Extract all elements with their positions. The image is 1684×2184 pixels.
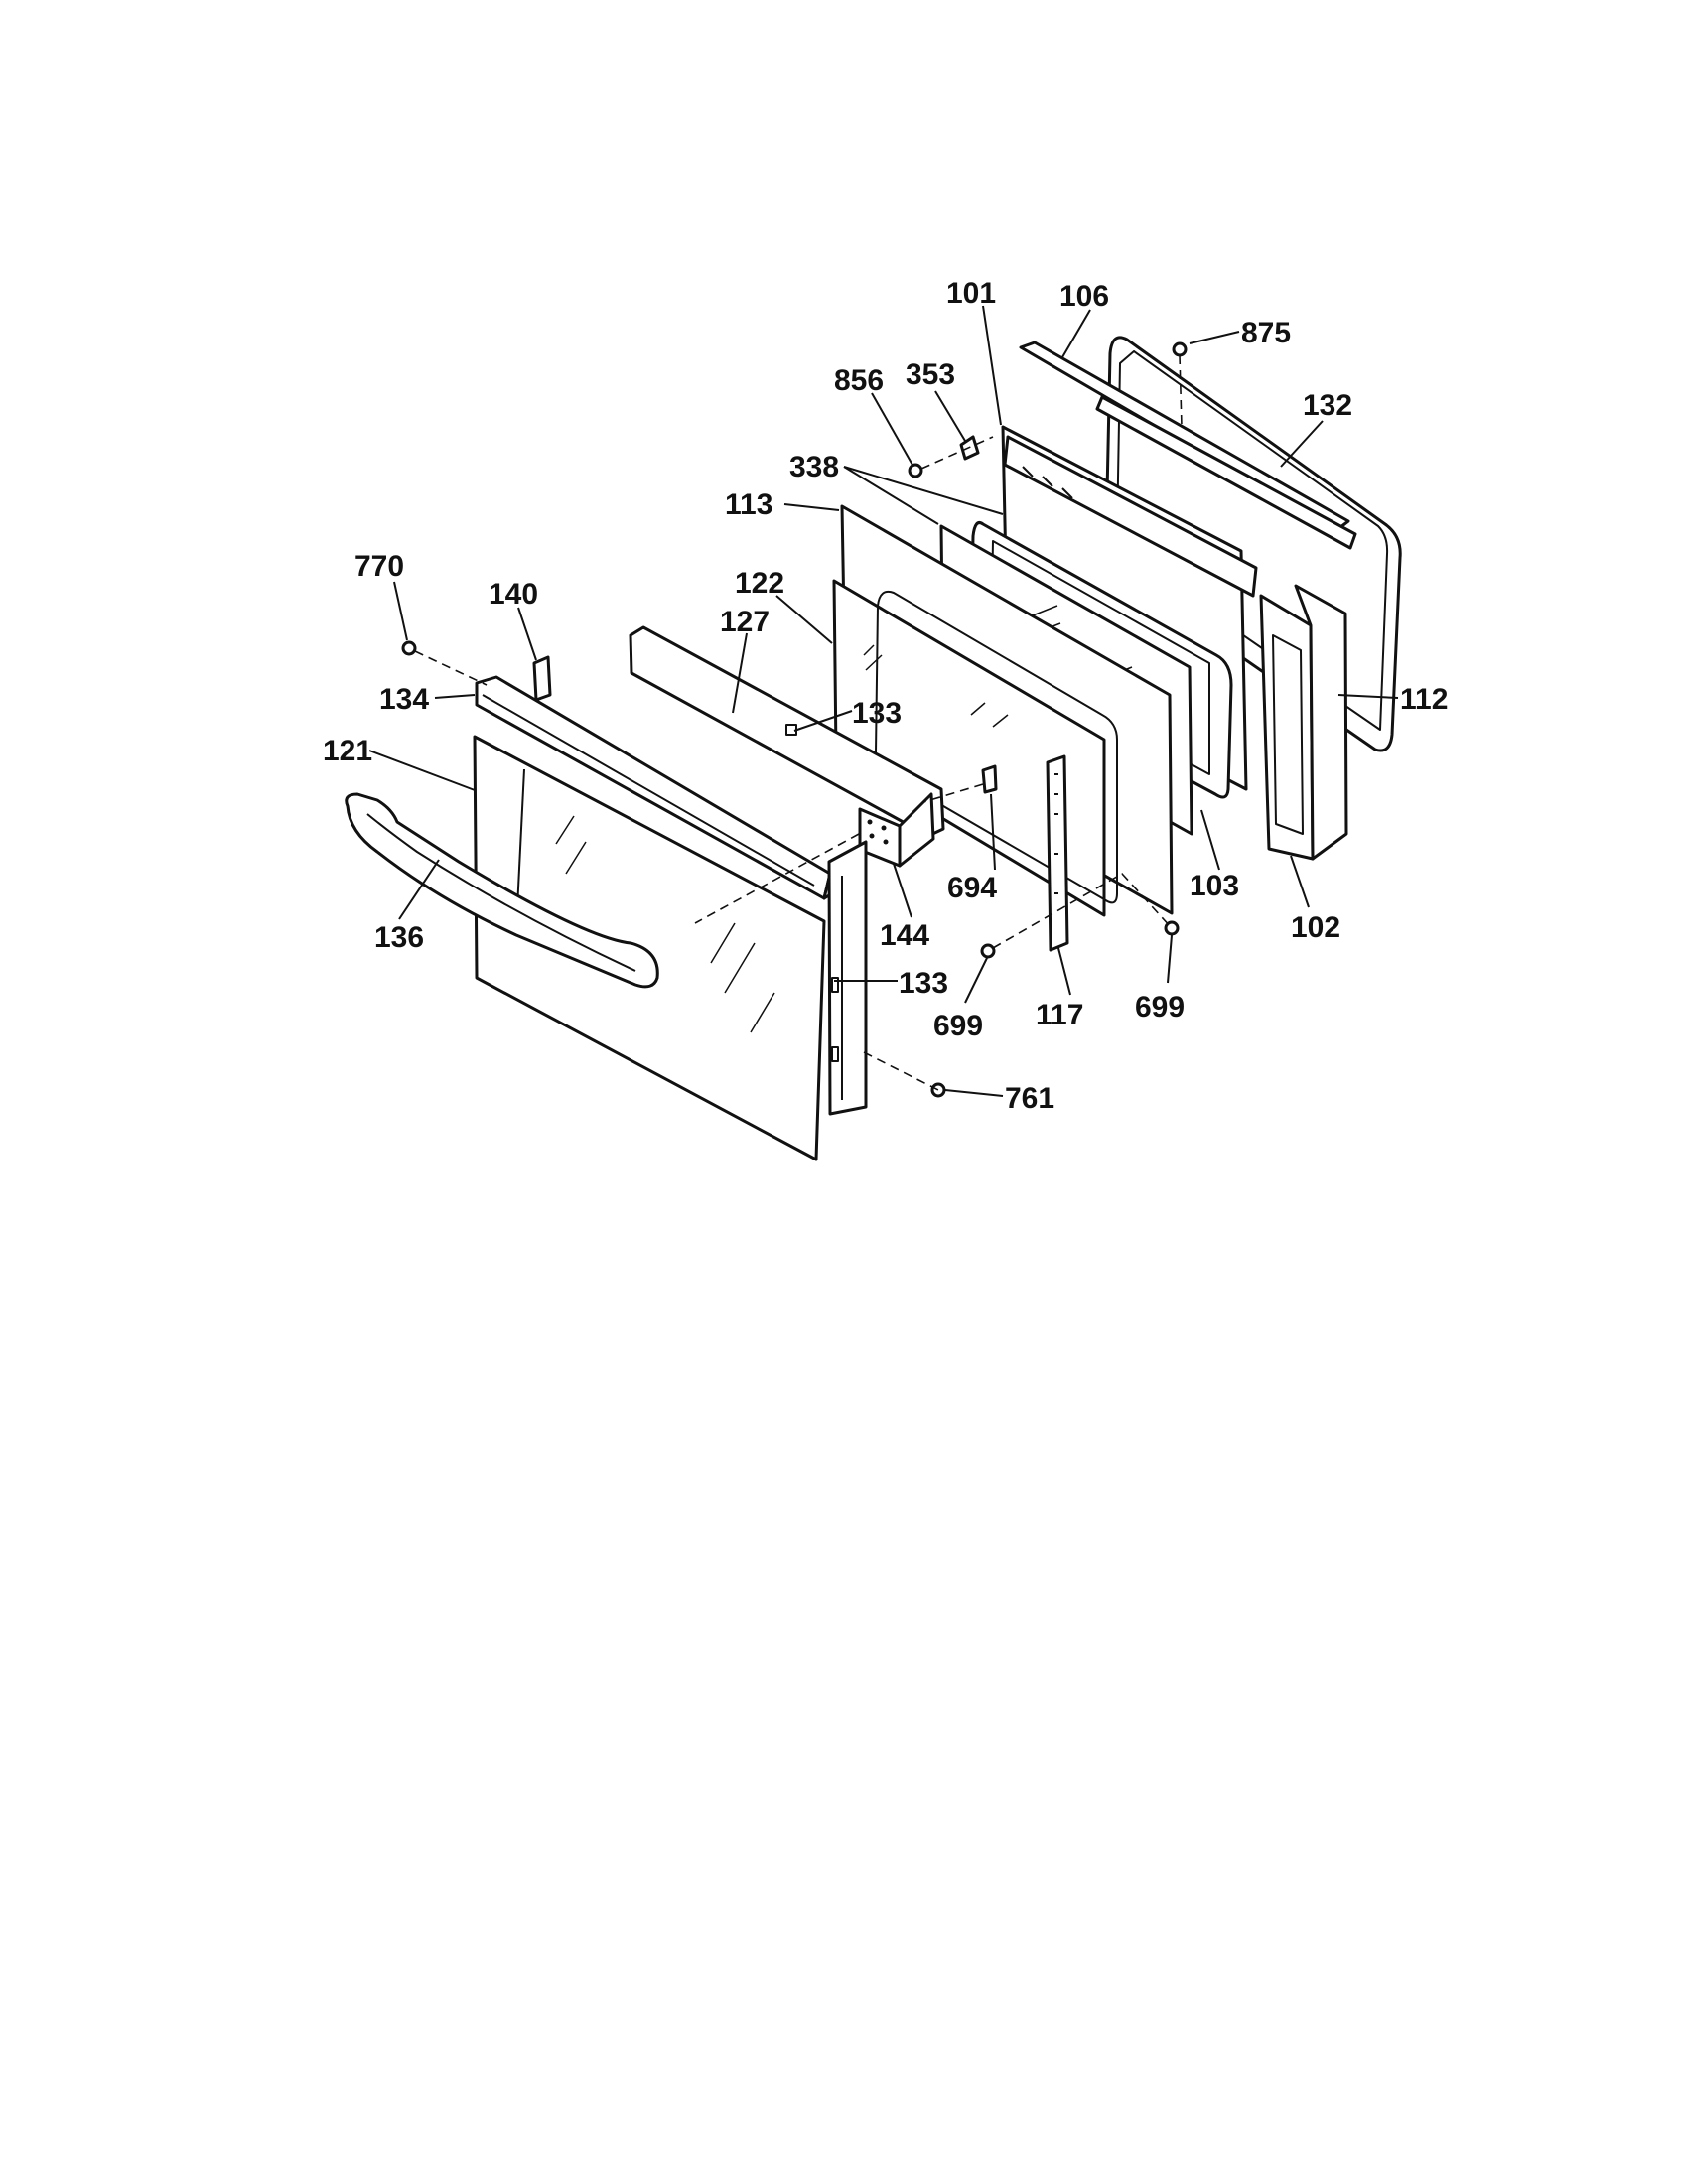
part-number-labels: 101 106 875 856 353 132 338 113 770 140 …	[323, 277, 1448, 1115]
label-133-bottom: 133	[899, 967, 948, 1000]
assembly-lines	[414, 354, 1183, 1091]
label-875: 875	[1241, 317, 1291, 349]
label-101: 101	[946, 277, 996, 310]
screw-699-right	[1164, 920, 1180, 936]
label-134: 134	[379, 683, 429, 716]
label-353: 353	[906, 358, 955, 391]
label-856: 856	[834, 364, 884, 397]
label-133-top: 133	[852, 697, 902, 730]
top-vent-trim	[1019, 341, 1357, 550]
screw-699-left	[980, 943, 996, 959]
label-121: 121	[323, 735, 372, 767]
label-699-left: 699	[933, 1010, 983, 1042]
screw-694	[981, 764, 998, 794]
door-side-frame	[1259, 584, 1348, 861]
label-136: 136	[374, 921, 424, 954]
screw-875	[1172, 341, 1188, 357]
label-694: 694	[947, 872, 997, 904]
label-127: 127	[720, 606, 770, 638]
label-338: 338	[789, 451, 839, 483]
door-handle	[345, 792, 659, 989]
door-side-channel	[827, 840, 868, 1116]
label-144: 144	[880, 919, 929, 952]
screw-770	[401, 640, 417, 656]
label-140: 140	[489, 578, 538, 611]
door-hinge-bar	[1046, 754, 1069, 952]
hinge-bracket	[858, 792, 935, 868]
label-699-right: 699	[1135, 991, 1185, 1024]
screws	[401, 341, 1188, 1098]
label-113: 113	[725, 488, 772, 521]
label-770: 770	[354, 550, 404, 583]
screw-761	[930, 1082, 946, 1098]
label-112: 112	[1400, 683, 1448, 716]
leader-lines	[368, 305, 1399, 1097]
label-122: 122	[735, 567, 784, 600]
label-132: 132	[1303, 389, 1352, 422]
trim-clip	[532, 655, 552, 702]
label-106: 106	[1059, 280, 1109, 313]
screw-856	[908, 463, 923, 478]
label-102: 102	[1291, 911, 1340, 944]
label-103: 103	[1190, 870, 1239, 902]
label-761: 761	[1005, 1082, 1054, 1115]
label-117: 117	[1036, 999, 1083, 1031]
door-glass	[832, 579, 1118, 917]
